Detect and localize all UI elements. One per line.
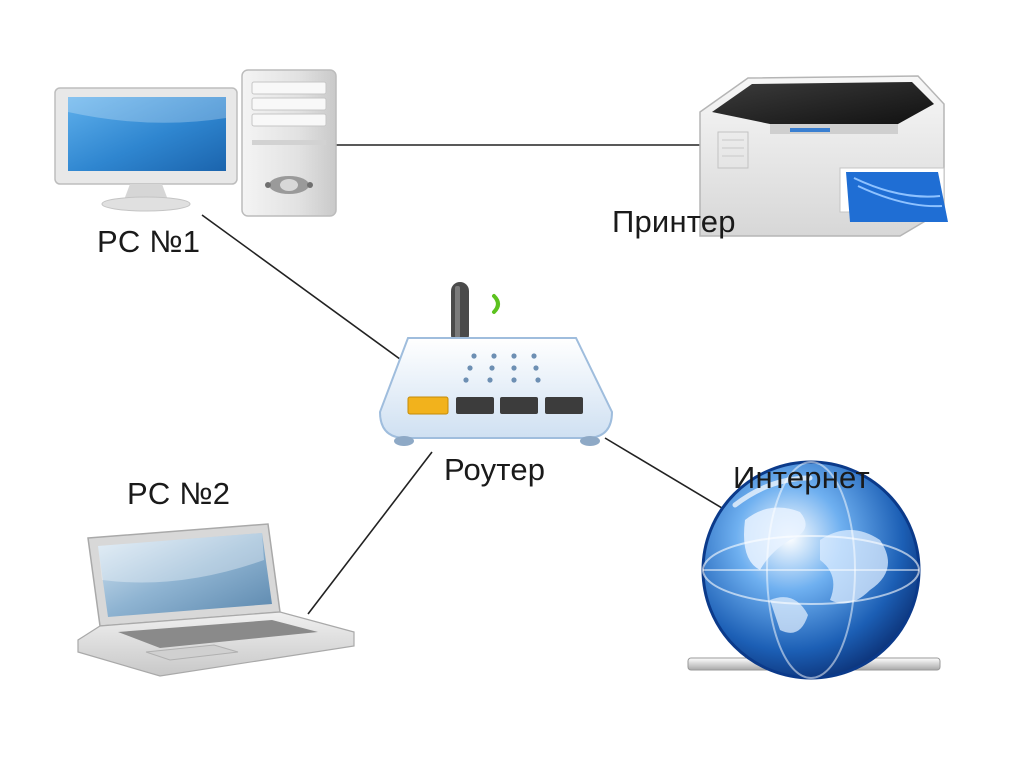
wifi-router-icon xyxy=(378,282,614,446)
edge-router-pc2 xyxy=(307,451,433,615)
desktop-computer-icon xyxy=(54,69,337,217)
connections xyxy=(201,144,743,615)
node-label-pc1: PC №1 xyxy=(97,224,201,259)
node-label-printer: Принтер xyxy=(612,204,736,239)
laptop-icon xyxy=(77,523,355,677)
edge-router-internet xyxy=(604,437,743,521)
globe-network-icon xyxy=(687,460,941,680)
node-label-pc2: PC №2 xyxy=(127,476,231,511)
edge-pc1-router xyxy=(201,214,405,363)
node-label-internet: Интернет xyxy=(733,460,870,495)
printer-icon xyxy=(699,75,948,237)
node-label-router: Роутер xyxy=(444,452,546,487)
